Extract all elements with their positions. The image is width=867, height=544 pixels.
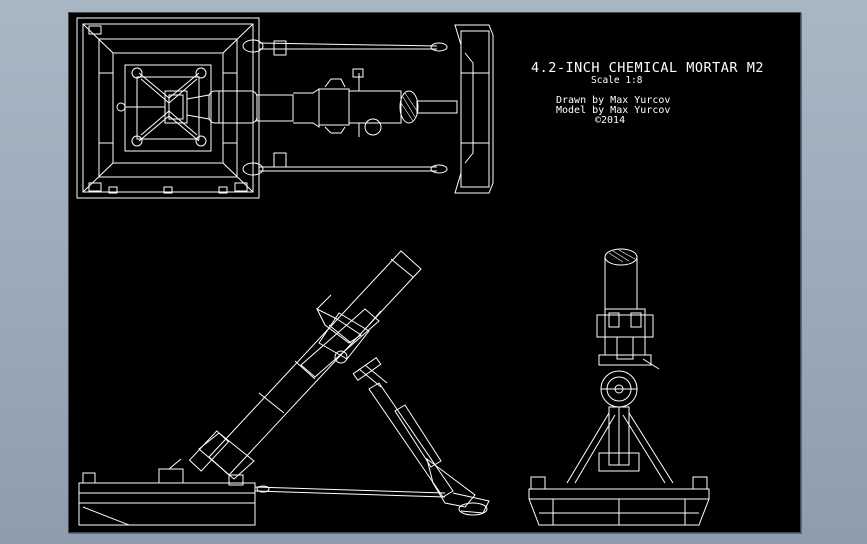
drawn-by: Drawn by Max Yurcov [556,95,671,106]
drawing-title: 4.2-INCH CHEMICAL MORTAR M2 [531,60,764,76]
top-view-spade [454,24,494,194]
top-view-barrel [186,68,458,137]
front-view-barrel [604,248,638,309]
top-view-bipod-yoke [116,67,207,147]
copyright: ©2014 [595,115,626,126]
side-view [78,250,490,526]
drawing-sheet[interactable]: 4.2-INCH CHEMICAL MORTAR M2 Scale 1:8 Dr… [68,12,801,533]
front-view-mechanism [596,308,660,466]
model-by: Model by Max Yurcov [556,105,671,116]
top-view-tie-rods [242,39,448,176]
side-view-bipod-leg [368,382,490,516]
front-view-baseplate [528,476,710,526]
drawing-scale: Scale 1:8 [591,75,643,86]
top-view [76,17,494,199]
side-view-barrel [188,250,422,480]
drawing-canvas [76,17,710,526]
top-view-baseplate [76,17,260,199]
front-view [528,248,710,526]
side-view-tie-rod [254,485,446,498]
side-view-yoke [300,294,388,388]
front-view-bipod [566,412,674,484]
side-view-baseplate [78,458,256,526]
